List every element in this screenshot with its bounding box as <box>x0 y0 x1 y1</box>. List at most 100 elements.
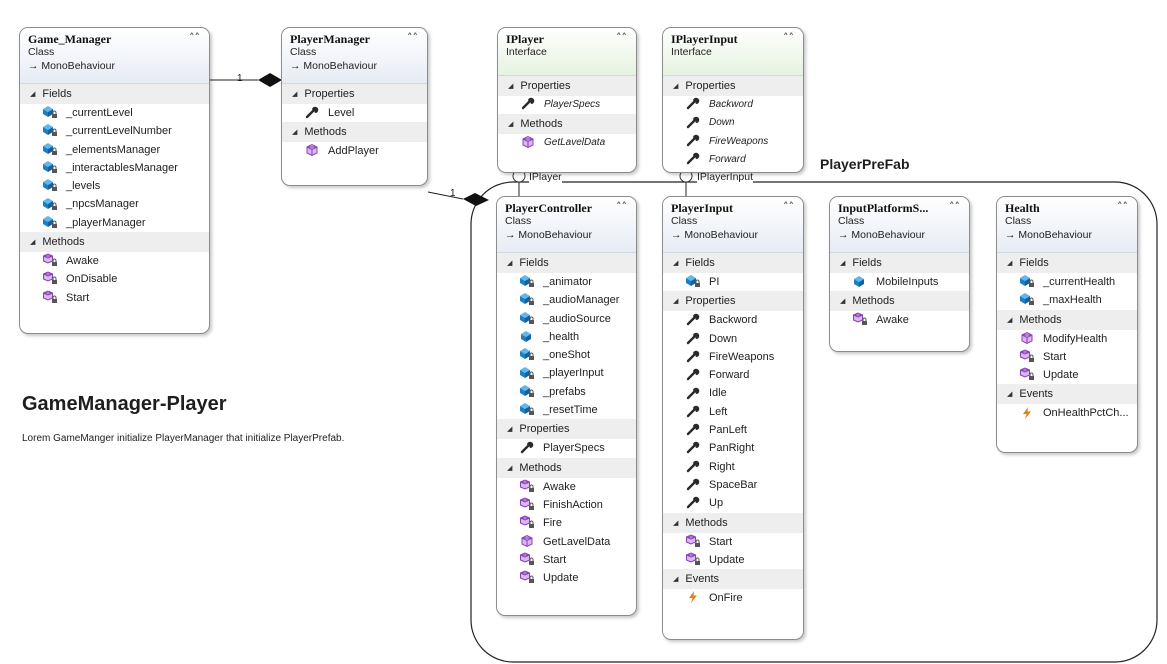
double-chevron-up-icon[interactable]: ˄˄ <box>949 200 960 213</box>
triangle-expand-icon[interactable]: ◢ <box>840 298 846 306</box>
member-item[interactable]: Idle <box>663 384 803 402</box>
member-item[interactable]: MobileInputs <box>830 273 969 291</box>
member-item[interactable]: ModifyHealth <box>997 330 1137 348</box>
triangle-expand-icon[interactable]: ◢ <box>673 576 679 584</box>
triangle-expand-icon[interactable]: ◢ <box>507 426 513 434</box>
triangle-expand-icon[interactable]: ◢ <box>673 298 679 306</box>
compartment-header-fields[interactable]: ◢Fields <box>997 253 1137 273</box>
double-chevron-up-icon[interactable]: ˄˄ <box>783 200 794 213</box>
member-item[interactable]: _prefabs <box>497 383 636 401</box>
member-item[interactable]: Start <box>663 533 803 551</box>
member-item[interactable]: PanRight <box>663 439 803 457</box>
member-item[interactable]: Backword <box>663 96 803 114</box>
triangle-expand-icon[interactable]: ◢ <box>673 260 679 267</box>
triangle-expand-icon[interactable]: ◢ <box>508 83 514 90</box>
member-item[interactable]: Forward <box>663 151 803 169</box>
member-item[interactable]: Forward <box>663 366 803 384</box>
member-item[interactable]: GetLavelData <box>498 134 636 152</box>
double-chevron-up-icon[interactable]: ˄˄ <box>616 200 627 213</box>
member-item[interactable]: _currentLevel <box>20 104 209 122</box>
member-item[interactable]: FireWeapons <box>663 133 803 151</box>
triangle-expand-icon[interactable]: ◢ <box>30 91 36 98</box>
triangle-expand-icon[interactable]: ◢ <box>840 260 846 267</box>
member-item[interactable]: FinishAction <box>497 496 636 514</box>
member-item[interactable]: Down <box>663 114 803 132</box>
compartment-header-methods[interactable]: ◢Methods <box>830 291 969 312</box>
compartment-header-properties[interactable]: ◢Properties <box>663 291 803 312</box>
member-item[interactable]: FireWeapons <box>663 348 803 366</box>
member-item[interactable]: PanLeft <box>663 421 803 439</box>
member-item[interactable]: Update <box>663 551 803 569</box>
triangle-expand-icon[interactable]: ◢ <box>508 121 514 129</box>
member-item[interactable]: Right <box>663 458 803 476</box>
triangle-expand-icon[interactable]: ◢ <box>30 239 36 247</box>
compartment-header-fields[interactable]: ◢Fields <box>830 253 969 273</box>
compartment-header-events[interactable]: ◢Events <box>997 384 1137 405</box>
compartment-header-fields[interactable]: ◢Fields <box>20 84 209 104</box>
member-item[interactable]: _interactablesManager <box>20 159 209 177</box>
triangle-expand-icon[interactable]: ◢ <box>1007 316 1013 324</box>
member-item[interactable]: Update <box>497 569 636 587</box>
member-item[interactable]: OnHealthPctCh... <box>997 404 1137 422</box>
member-item[interactable]: OnFire <box>663 589 803 607</box>
member-item[interactable]: SpaceBar <box>663 476 803 494</box>
member-item[interactable]: Up <box>663 494 803 512</box>
double-chevron-up-icon[interactable]: ˄˄ <box>1117 200 1128 213</box>
member-item[interactable]: PlayerSpecs <box>498 96 636 114</box>
member-item[interactable]: Start <box>997 348 1137 366</box>
compartment-header-methods[interactable]: ◢Methods <box>20 232 209 253</box>
member-item[interactable]: _playerInput <box>497 364 636 382</box>
member-item[interactable]: _health <box>497 328 636 346</box>
triangle-expand-icon[interactable]: ◢ <box>1007 260 1013 267</box>
member-item[interactable]: PlayerSpecs <box>497 439 636 457</box>
double-chevron-up-icon[interactable]: ˄˄ <box>407 31 418 44</box>
member-item[interactable]: Start <box>20 289 209 307</box>
compartment-header-properties[interactable]: ◢Properties <box>663 76 803 96</box>
triangle-expand-icon[interactable]: ◢ <box>507 464 513 472</box>
triangle-expand-icon[interactable]: ◢ <box>292 91 298 98</box>
compartment-header-properties[interactable]: ◢Properties <box>498 76 636 96</box>
member-item[interactable]: _playerManager <box>20 214 209 232</box>
member-item[interactable]: Start <box>497 551 636 569</box>
member-item[interactable]: Awake <box>830 311 969 329</box>
member-item[interactable]: _maxHealth <box>997 291 1137 309</box>
compartment-header-methods[interactable]: ◢Methods <box>997 309 1137 330</box>
member-item[interactable]: _npcsManager <box>20 195 209 213</box>
member-item[interactable]: _levels <box>20 177 209 195</box>
compartment-header-fields[interactable]: ◢Fields <box>497 253 636 273</box>
compartment-header-methods[interactable]: ◢Methods <box>663 512 803 533</box>
triangle-expand-icon[interactable]: ◢ <box>1007 391 1013 399</box>
triangle-expand-icon[interactable]: ◢ <box>292 129 298 137</box>
double-chevron-up-icon[interactable]: ˄˄ <box>783 31 794 44</box>
member-item[interactable]: AddPlayer <box>282 142 427 160</box>
compartment-header-methods[interactable]: ◢Methods <box>498 114 636 135</box>
member-item[interactable]: _resetTime <box>497 401 636 419</box>
member-item[interactable]: _elementsManager <box>20 141 209 159</box>
member-item[interactable]: GetLavelData <box>497 533 636 551</box>
member-item[interactable]: Left <box>663 403 803 421</box>
member-item[interactable]: _currentHealth <box>997 273 1137 291</box>
triangle-expand-icon[interactable]: ◢ <box>673 83 679 90</box>
compartment-header-events[interactable]: ◢Events <box>663 569 803 590</box>
member-item[interactable]: Awake <box>20 252 209 270</box>
member-item[interactable]: OnDisable <box>20 270 209 288</box>
member-item[interactable]: _audioSource <box>497 310 636 328</box>
member-item[interactable]: Backword <box>663 311 803 329</box>
compartment-header-properties[interactable]: ◢Properties <box>497 419 636 440</box>
member-item[interactable]: _oneShot <box>497 346 636 364</box>
class-shape-input-platform[interactable]: InputPlatformS...Class→ MonoBehaviour˄˄◢… <box>829 196 970 352</box>
compartment-header-methods[interactable]: ◢Methods <box>497 457 636 478</box>
compartment-header-methods[interactable]: ◢Methods <box>282 122 427 143</box>
member-item[interactable]: Down <box>663 330 803 348</box>
double-chevron-up-icon[interactable]: ˄˄ <box>189 31 200 44</box>
member-item[interactable]: _animator <box>497 273 636 291</box>
compartment-header-fields[interactable]: ◢Fields <box>663 253 803 273</box>
member-item[interactable]: Update <box>997 366 1137 384</box>
member-item[interactable]: Fire <box>497 514 636 532</box>
